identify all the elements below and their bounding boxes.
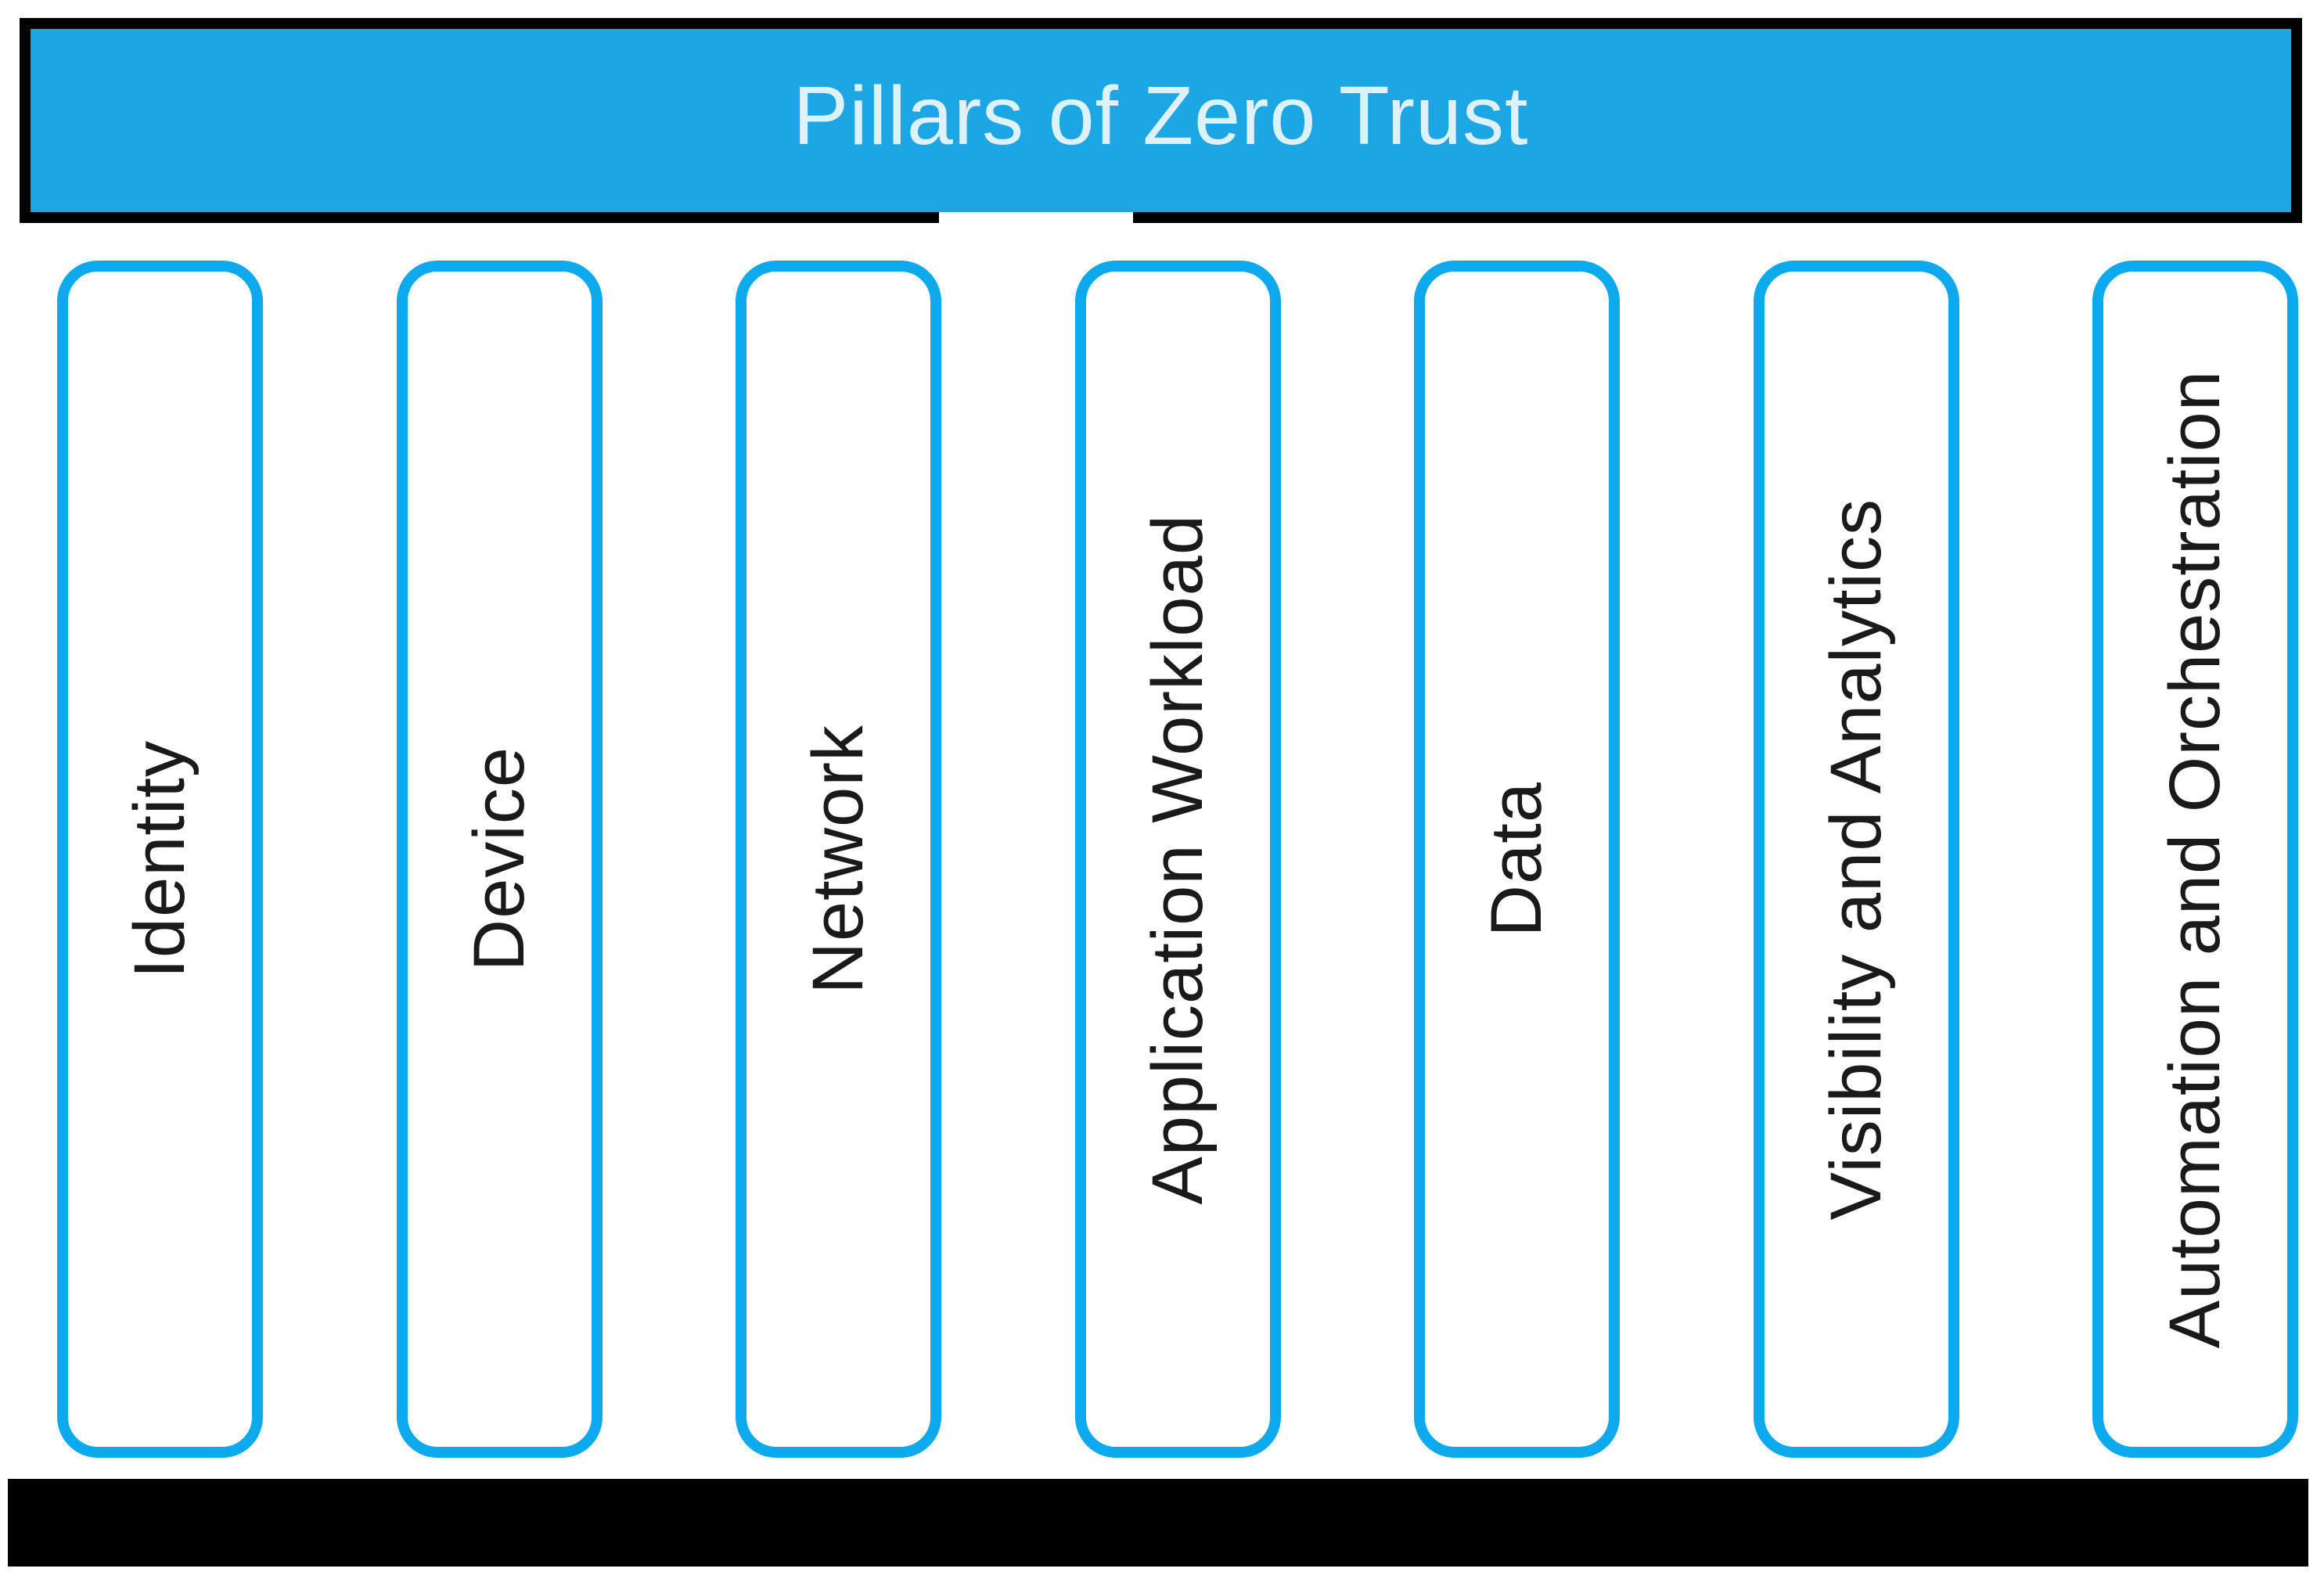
page-title: Pillars of Zero Trust: [793, 69, 1529, 162]
pillar-label: Network: [798, 724, 878, 995]
pillar-label: Device: [459, 746, 539, 972]
pillar-device: Device: [396, 261, 603, 1458]
pillar-network: Network: [736, 261, 941, 1458]
pillar-label: Application Workload: [1137, 513, 1218, 1205]
banner-border-gap: [939, 212, 1133, 229]
pillars-row: Identity Device Network Application Work…: [57, 261, 2298, 1458]
pillar-application-workload: Application Workload: [1074, 261, 1281, 1458]
title-banner: Pillars of Zero Trust: [20, 18, 2302, 223]
pillar-label: Visibility and Analytics: [1815, 498, 1896, 1221]
pillar-data: Data: [1414, 261, 1620, 1458]
bottom-bar: [8, 1479, 2308, 1567]
pillar-label: Identity: [120, 739, 200, 979]
pillar-label: Data: [1477, 781, 1556, 937]
pillar-automation-and-orchestration: Automation and Orchestration: [2092, 261, 2298, 1458]
pillar-visibility-and-analytics: Visibility and Analytics: [1753, 261, 1959, 1458]
pillar-label: Automation and Orchestration: [2155, 369, 2235, 1349]
pillar-identity: Identity: [57, 261, 263, 1458]
